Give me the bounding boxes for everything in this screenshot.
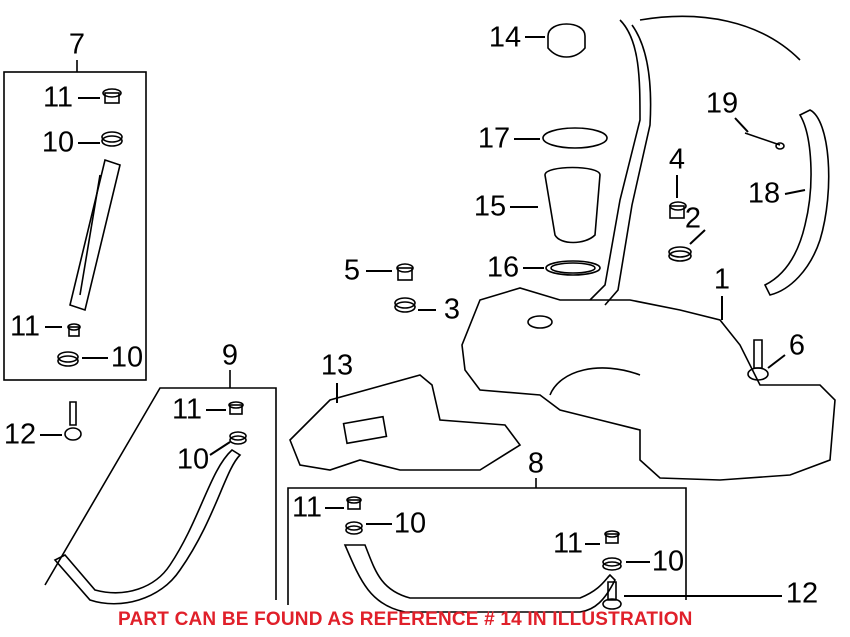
callout-10: 10: [651, 545, 685, 578]
callout-1: 1: [713, 263, 731, 296]
group-box-7: [3, 71, 147, 381]
heat-shield-13: [289, 374, 522, 471]
callout-8: 8: [527, 447, 545, 480]
cap-14: [547, 23, 586, 58]
callout-10: 10: [176, 443, 210, 476]
callout-13: 13: [320, 349, 354, 382]
fasteners: [57, 88, 785, 610]
leader-arrows: [40, 36, 806, 597]
callout-9: 9: [221, 339, 239, 372]
hose-18: [763, 109, 830, 296]
callout-12: 12: [785, 577, 819, 610]
callout-11: 11: [171, 393, 203, 426]
callout-11: 11: [42, 81, 74, 114]
callout-2: 2: [684, 202, 702, 235]
fuel-tank-1: [461, 287, 836, 481]
callout-16: 16: [486, 251, 520, 284]
callout-4: 4: [668, 143, 686, 176]
strap-7: [69, 158, 121, 312]
group-box-8: [287, 487, 687, 605]
callout-7: 7: [68, 28, 86, 61]
callout-10: 10: [41, 126, 75, 159]
callout-11: 11: [9, 310, 41, 343]
callout-5: 5: [343, 254, 361, 287]
callout-15: 15: [473, 190, 507, 223]
strap-8: [343, 544, 616, 613]
callout-10: 10: [110, 341, 144, 374]
callout-19: 19: [705, 87, 739, 120]
strap-9: [53, 449, 242, 605]
ring-16: [545, 260, 601, 276]
callout-3: 3: [443, 293, 461, 326]
callout-6: 6: [788, 329, 806, 362]
callout-12: 12: [3, 418, 37, 451]
callout-17: 17: [477, 122, 511, 155]
callout-14: 14: [488, 21, 522, 54]
callout-11: 11: [552, 527, 584, 560]
callout-11: 11: [291, 491, 323, 524]
filler-pipe: [589, 19, 641, 301]
reference-note: PART CAN BE FOUND AS REFERENCE # 14 IN I…: [118, 609, 693, 630]
pump-15: [544, 166, 601, 244]
callout-18: 18: [747, 177, 781, 210]
gasket-17: [542, 127, 608, 149]
group-box-9: [44, 387, 277, 600]
callout-10: 10: [393, 507, 427, 540]
